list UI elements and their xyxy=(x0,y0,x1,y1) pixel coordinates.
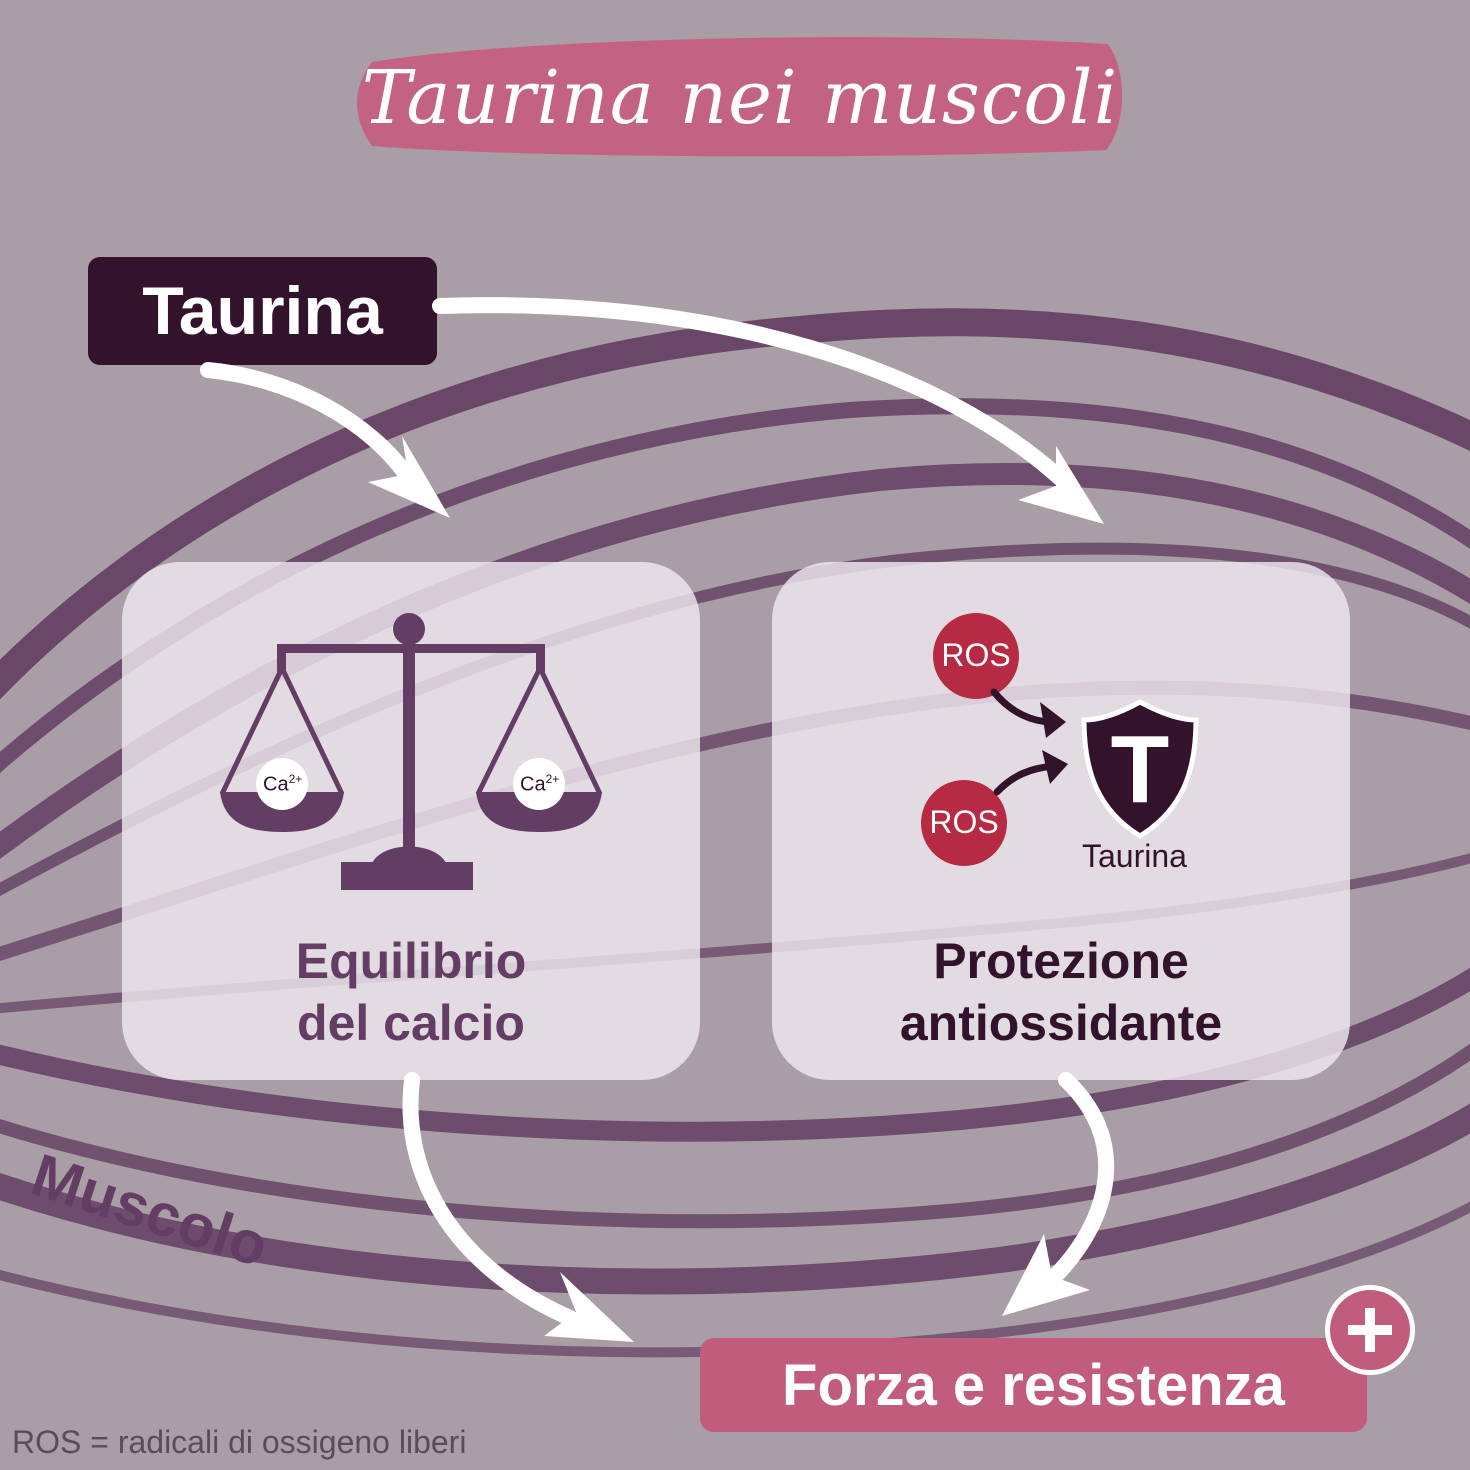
calcium-ion-right: Ca2+ xyxy=(520,772,559,797)
arrow-to-calcium xyxy=(200,362,418,488)
shield-icon xyxy=(1081,699,1199,839)
page-title: Taurina nei muscoli xyxy=(361,55,1119,141)
arrow-head-result-right xyxy=(1002,1234,1090,1316)
calcium-balance-title-line1: Equilibrio xyxy=(295,933,527,989)
arrow-head-antioxidant xyxy=(1018,446,1104,524)
calcium-ion-left-charge: 2+ xyxy=(288,772,303,786)
antioxidant-panel: T ROS ROS Taurina Protezione antiossidan… xyxy=(772,562,1350,1080)
calcium-ion-right-charge: 2+ xyxy=(545,772,560,786)
arrow-antioxidant-to-result xyxy=(1032,1072,1114,1298)
ros-bottom-circle xyxy=(921,780,1007,866)
ros-top-circle xyxy=(933,613,1019,699)
calcium-balance-title-line2: del calcio xyxy=(297,995,525,1051)
shield-caption: Taurina xyxy=(1082,838,1187,874)
antioxidant-title-line2: antiossidante xyxy=(899,995,1223,1051)
calcium-ion-right-symbol: Ca xyxy=(520,773,546,796)
result-box: Forza e resistenza xyxy=(700,1338,1367,1432)
scale-icon xyxy=(219,613,603,890)
calcium-ion-left-symbol: Ca xyxy=(263,773,289,796)
ros-bottom-label: ROS xyxy=(929,804,999,840)
arrow-to-antioxidant xyxy=(432,297,1068,486)
arrow-head-result-left xyxy=(544,1272,634,1342)
ros-top-label: ROS xyxy=(941,637,1011,673)
calcium-ion-left: Ca2+ xyxy=(263,772,302,797)
footnote: ROS = radicali di ossigeno liberi xyxy=(12,1424,467,1460)
antioxidant-title-line1: Protezione xyxy=(933,933,1189,989)
arrow-head-calcium xyxy=(368,436,450,518)
antioxidant-title: Protezione antiossidante xyxy=(772,930,1350,1054)
arrow-calcium-to-result xyxy=(402,1072,578,1326)
shield-letter: T xyxy=(1111,716,1170,823)
calcium-balance-panel: Ca2+ Ca2+ Equilibrio del calcio xyxy=(122,562,700,1080)
taurina-box: Taurina xyxy=(88,257,437,365)
ros-shield-diagram: T xyxy=(921,613,1199,866)
plus-icon xyxy=(1325,1285,1415,1375)
calcium-balance-title: Equilibrio del calcio xyxy=(122,930,700,1054)
